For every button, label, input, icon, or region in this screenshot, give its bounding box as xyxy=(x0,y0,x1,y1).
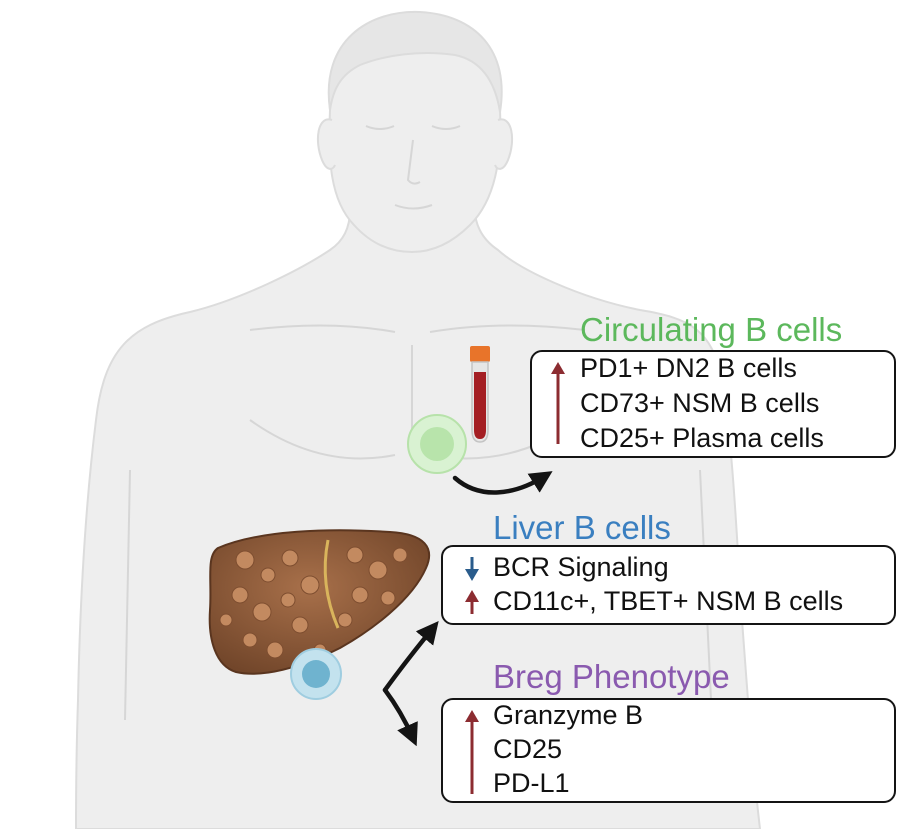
breg-box xyxy=(441,698,896,803)
eye-right xyxy=(431,125,461,130)
liver-line-1: BCR Signaling xyxy=(493,552,669,582)
eye-left xyxy=(365,125,395,130)
hair xyxy=(327,10,503,113)
increase-arrow-icon xyxy=(465,710,479,794)
liver-line-2: CD11c+, TBET+ NSM B cells xyxy=(493,586,844,616)
decrease-arrow-icon xyxy=(465,557,479,581)
liver-heading: Liver B cells xyxy=(493,509,671,546)
ear-left xyxy=(316,118,336,170)
circulating-line-3: CD25+ Plasma cells xyxy=(580,423,824,453)
chest-left xyxy=(249,419,396,460)
circulating-b-cell-icon xyxy=(407,414,467,474)
nose xyxy=(406,139,421,185)
liver-icon xyxy=(208,529,431,675)
arrow-to-breg xyxy=(382,687,418,747)
circulating-line-1: PD1+ DN2 B cells xyxy=(580,353,797,383)
blood-tube-icon xyxy=(470,346,490,443)
breg-line-3: PD-L1 xyxy=(493,768,570,798)
ear-right xyxy=(494,118,514,170)
breg-heading: Breg Phenotype xyxy=(493,658,730,695)
breg-line-1: Granzyme B xyxy=(493,700,644,730)
mouth xyxy=(394,204,433,210)
arm-left xyxy=(124,469,131,721)
increase-arrow-icon xyxy=(465,590,479,614)
circulating-heading: Circulating B cells xyxy=(580,311,843,348)
clavicle-right xyxy=(429,324,586,333)
liver-b-cell-icon xyxy=(290,648,342,700)
arrow-to-circulating xyxy=(452,471,553,495)
circulating-line-2: CD73+ NSM B cells xyxy=(580,388,820,418)
arrow-to-liver xyxy=(382,621,439,693)
circulating-box xyxy=(530,350,896,458)
connector-arrows xyxy=(382,471,553,747)
increase-arrow-icon xyxy=(551,362,565,444)
breg-line-2: CD25 xyxy=(493,734,563,764)
liver-box xyxy=(441,545,896,625)
clavicle-left xyxy=(249,324,396,333)
